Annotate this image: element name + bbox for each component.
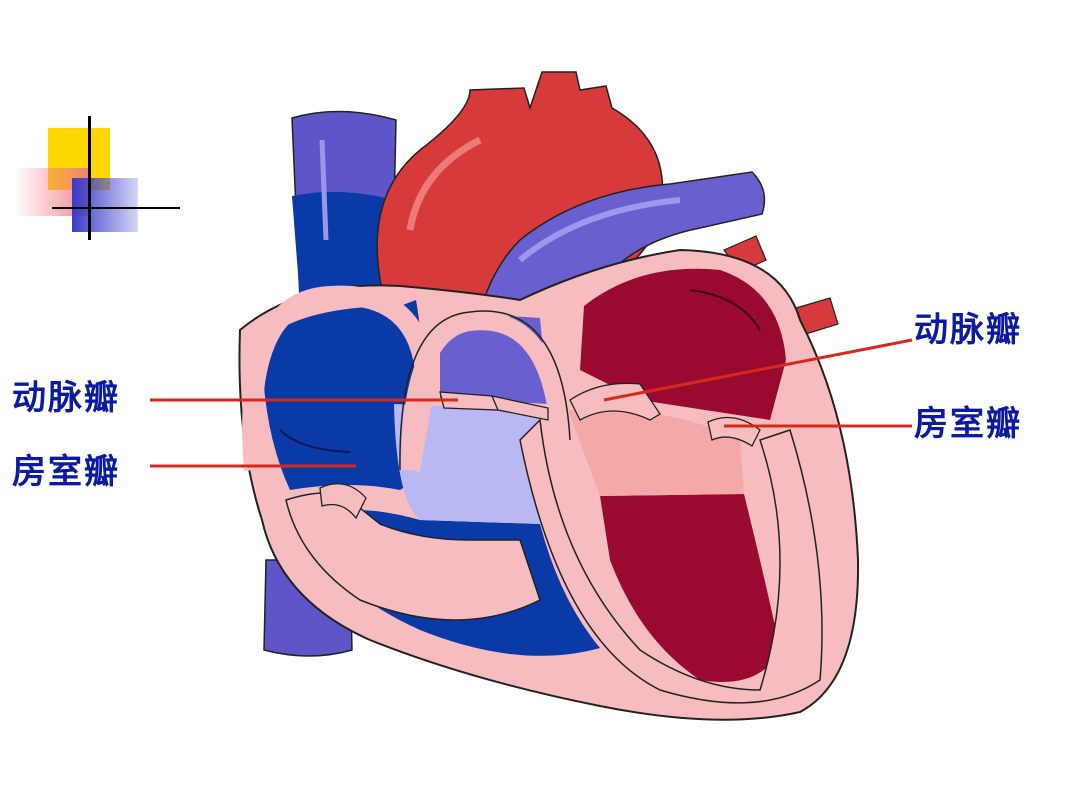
septum <box>519 418 823 704</box>
aortic-outflow <box>568 410 744 496</box>
aorta-highlight <box>406 136 482 231</box>
arch-left <box>242 285 437 472</box>
label-arterial-valve-left: 动脉瓣 <box>12 378 120 418</box>
arch-middle-outline <box>399 310 571 471</box>
pulmonary-artery-highlight <box>518 197 681 263</box>
vena-cava-shade <box>292 191 394 300</box>
atrium-curve-right <box>689 289 761 331</box>
label-arterial-valve-right: 动脉瓣 <box>914 310 1022 350</box>
label-av-valve-left: 房室瓣 <box>12 452 120 492</box>
vena-cava-highlight <box>319 139 329 241</box>
pulmonary-valve-leaflet <box>439 391 549 421</box>
atrium-curve-left <box>279 429 351 453</box>
label-av-valve-right: 房室瓣 <box>914 404 1022 444</box>
pointer-line-right-arterial <box>603 338 913 402</box>
decorative-vertical-line <box>88 116 91 240</box>
tricuspid-valve-leaflet <box>319 483 367 520</box>
decorative-horizontal-line <box>52 207 180 209</box>
left-ventricle <box>600 494 780 682</box>
arch-middle <box>401 312 569 471</box>
left-atrium <box>580 268 786 420</box>
decorative-blue-gradient <box>72 178 138 232</box>
right-atrium <box>262 300 423 490</box>
pulmonary-outflow <box>394 404 540 524</box>
